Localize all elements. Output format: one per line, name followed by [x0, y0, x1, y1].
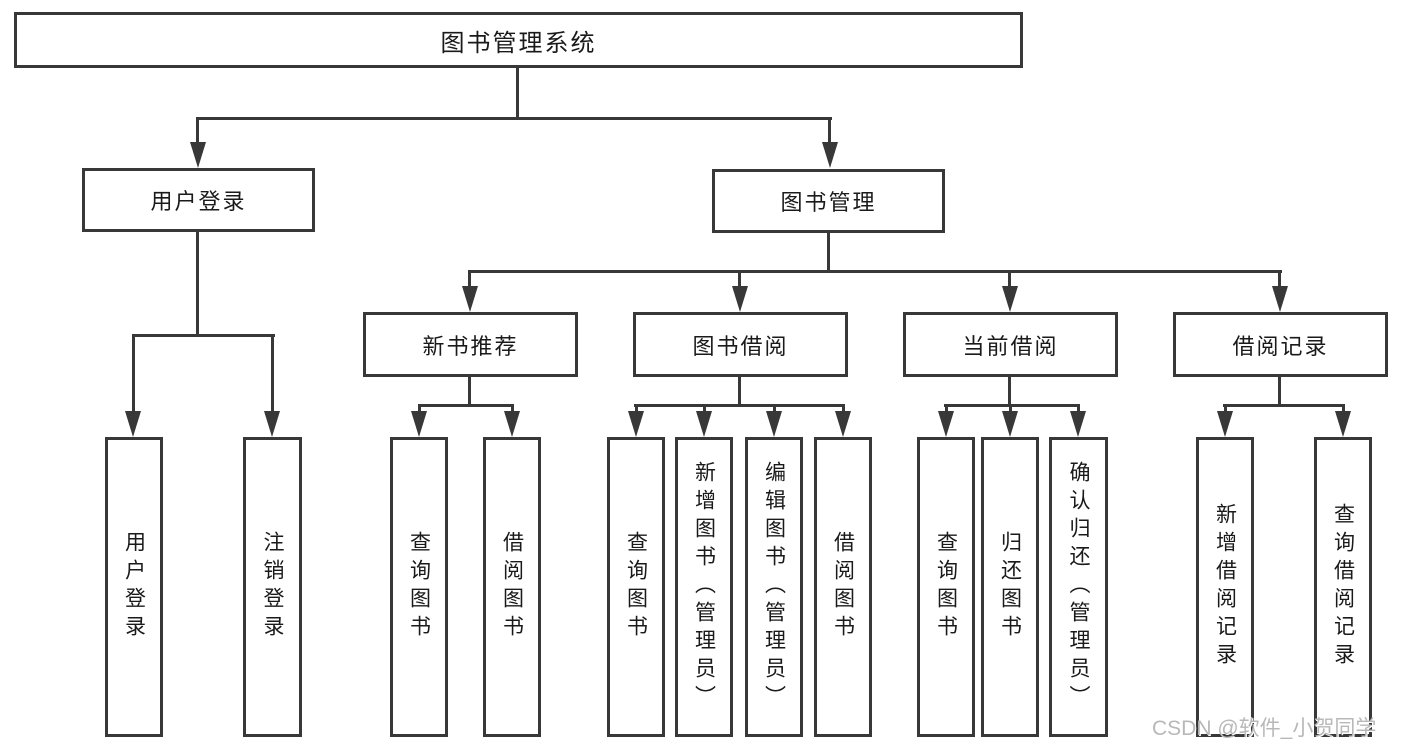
leaf-user-login: 用户登录: [105, 437, 163, 737]
leaf-query-books-current: 查询图书: [917, 437, 975, 737]
arrowhead-down-icon: [766, 411, 782, 437]
leaf-query-borrow-record: 查询借阅记录: [1314, 437, 1372, 737]
connector-line: [132, 334, 275, 337]
connector-line: [635, 404, 638, 414]
arrowhead-down-icon: [125, 411, 141, 437]
connector-line: [1008, 377, 1011, 407]
connector-line: [738, 377, 741, 407]
arrowhead-down-icon: [504, 411, 520, 437]
node-label: 图书管理: [780, 190, 877, 215]
connector-line: [1008, 270, 1011, 288]
connector-line: [828, 117, 831, 144]
leaf-logout: 注销登录: [243, 437, 302, 737]
arrowhead-down-icon: [1217, 411, 1233, 437]
arrowhead-down-icon: [1272, 286, 1288, 312]
connector-line: [1009, 404, 1012, 414]
connector-line: [196, 232, 199, 337]
leaf-label: 编辑图书（管理员）: [762, 461, 786, 713]
leaf-label: 归还图书: [998, 531, 1022, 643]
connector-line: [516, 68, 519, 120]
node-library-management-system: 图书管理系统: [14, 12, 1023, 68]
connector-line: [418, 404, 421, 414]
leaf-borrow-books-recommend: 借阅图书: [483, 437, 541, 737]
leaf-query-books-borrowing: 查询图书: [607, 437, 665, 737]
connector-line: [418, 404, 514, 407]
node-current-borrowing: 当前借阅: [903, 312, 1118, 377]
connector-line: [738, 270, 741, 288]
leaf-label: 借阅图书: [500, 531, 524, 643]
leaf-confirm-return-admin: 确认归还（管理员）: [1049, 437, 1108, 737]
arrowhead-down-icon: [411, 411, 427, 437]
node-borrowing-records: 借阅记录: [1173, 312, 1388, 377]
leaf-label: 查询图书: [407, 531, 431, 643]
csdn-watermark: CSDN @软件_小贺同学: [1152, 717, 1377, 740]
leaf-label: 借阅图书: [831, 531, 855, 643]
arrowhead-down-icon: [1070, 411, 1086, 437]
connector-line: [1077, 404, 1080, 414]
node-book-management: 图书管理: [712, 169, 945, 233]
arrowhead-down-icon: [1335, 411, 1351, 437]
node-user-login: 用户登录: [82, 168, 315, 232]
connector-line: [842, 404, 845, 414]
connector-line: [945, 404, 948, 414]
node-label: 图书管理系统: [440, 29, 597, 57]
leaf-label: 注销登录: [261, 531, 284, 643]
leaf-add-book-admin: 新增图书（管理员）: [675, 437, 733, 737]
connector-line: [1224, 404, 1227, 414]
connector-line: [511, 404, 514, 414]
arrowhead-down-icon: [264, 411, 280, 437]
connector-line: [469, 270, 1282, 273]
node-label: 新书推荐: [422, 333, 519, 359]
connector-line: [1223, 404, 1345, 407]
connector-line: [271, 334, 274, 413]
connector-line: [773, 404, 776, 414]
node-label: 借阅记录: [1232, 333, 1329, 359]
connector-line: [944, 404, 1080, 407]
leaf-query-books-recommend: 查询图书: [390, 437, 448, 737]
connector-line: [132, 334, 135, 413]
connector-line: [1342, 404, 1345, 414]
leaf-label: 新增借阅记录: [1213, 503, 1237, 671]
node-new-book-recommend: 新书推荐: [363, 312, 578, 377]
arrowhead-down-icon: [696, 411, 712, 437]
arrowhead-down-icon: [190, 142, 206, 168]
connector-line: [634, 404, 845, 407]
connector-line: [1278, 377, 1281, 407]
leaf-edit-book-admin: 编辑图书（管理员）: [745, 437, 803, 737]
connector-line: [827, 233, 830, 273]
arrowhead-down-icon: [732, 286, 748, 312]
leaf-label: 确认归还（管理员）: [1067, 461, 1090, 713]
connector-line: [1278, 270, 1281, 288]
leaf-return-books: 归还图书: [981, 437, 1039, 737]
leaf-label: 查询图书: [624, 531, 648, 643]
arrowhead-down-icon: [1002, 286, 1018, 312]
arrowhead-down-icon: [462, 286, 478, 312]
connector-line: [703, 404, 706, 414]
arrowhead-down-icon: [822, 142, 838, 168]
node-label: 当前借阅: [962, 333, 1059, 359]
node-label: 图书借阅: [692, 333, 789, 359]
leaf-borrow-books-borrowing: 借阅图书: [814, 437, 872, 737]
arrowhead-down-icon: [1002, 411, 1018, 437]
leaf-label: 新增图书（管理员）: [692, 461, 716, 713]
connector-line: [468, 270, 471, 288]
arrowhead-down-icon: [938, 411, 954, 437]
leaf-label: 查询图书: [934, 531, 958, 643]
connector-line: [468, 377, 471, 407]
connector-line: [196, 117, 199, 144]
arrowhead-down-icon: [628, 411, 644, 437]
connector-line: [196, 117, 832, 120]
leaf-label: 用户登录: [122, 531, 146, 643]
node-label: 用户登录: [150, 189, 247, 214]
node-book-borrowing: 图书借阅: [633, 312, 848, 377]
leaf-add-borrow-record: 新增借阅记录: [1196, 437, 1254, 737]
leaf-label: 查询借阅记录: [1331, 503, 1355, 671]
arrowhead-down-icon: [835, 411, 851, 437]
